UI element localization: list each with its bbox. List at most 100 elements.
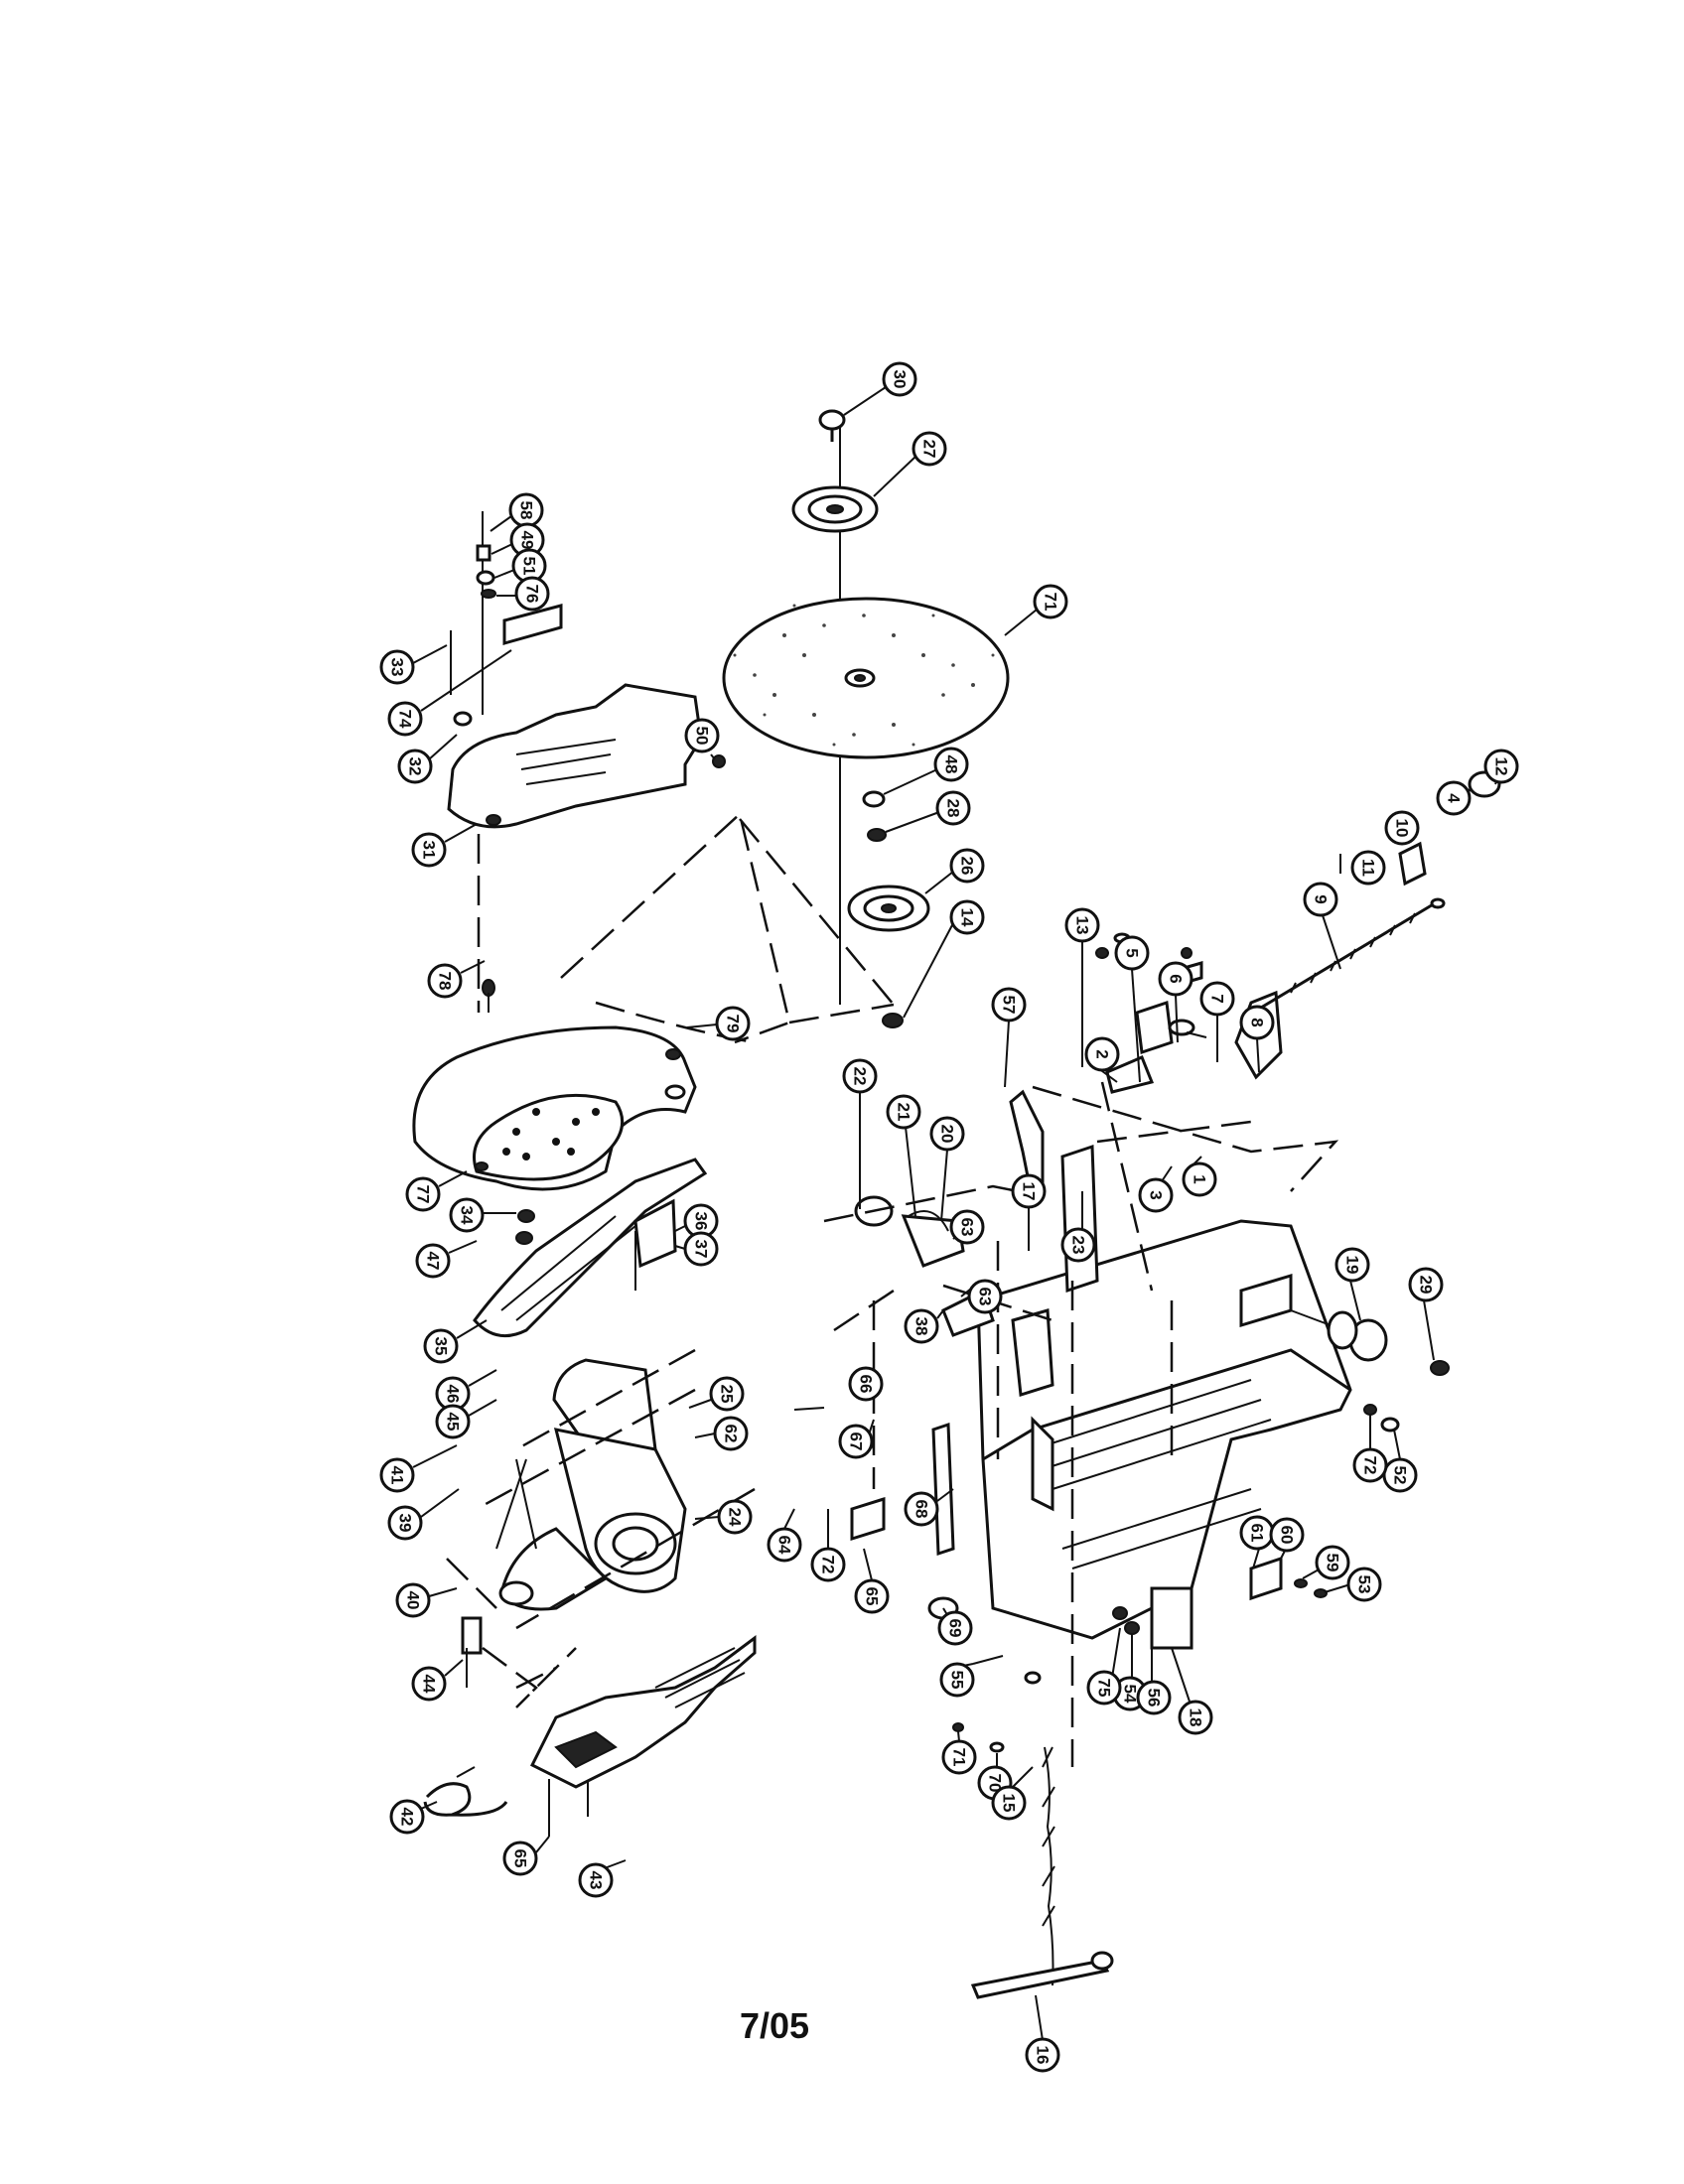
- svg-text:57: 57: [1000, 996, 1019, 1015]
- lower-guard: [412, 979, 697, 1191]
- callout-15: 15: [991, 1766, 1034, 1821]
- svg-text:63: 63: [958, 1218, 977, 1237]
- callout-20: 20: [929, 1116, 965, 1222]
- svg-text:77: 77: [414, 1185, 433, 1204]
- blade-assembly: [722, 409, 1010, 1028]
- svg-text:5: 5: [1123, 948, 1142, 957]
- svg-text:33: 33: [388, 658, 407, 677]
- spindle-nut: [882, 1013, 904, 1028]
- svg-text:28: 28: [944, 799, 963, 818]
- svg-text:41: 41: [388, 1466, 407, 1485]
- svg-text:71: 71: [950, 1748, 969, 1767]
- outer-flange: [791, 485, 879, 533]
- svg-text:65: 65: [511, 1849, 530, 1868]
- svg-text:16: 16: [1034, 2046, 1052, 2065]
- callout-56: 75: [1086, 1627, 1122, 1706]
- callout-29: 38: [904, 1308, 944, 1344]
- callout-51: 51: [493, 548, 547, 584]
- svg-text:19: 19: [1343, 1256, 1362, 1275]
- callout-35-arm: 35: [423, 1319, 488, 1364]
- callout-23: 17: [1011, 1173, 1047, 1251]
- svg-text:78: 78: [436, 972, 455, 991]
- svg-text:61: 61: [1248, 1524, 1267, 1543]
- svg-text:7: 7: [1208, 994, 1227, 1003]
- svg-text:39: 39: [396, 1514, 415, 1533]
- callout-14: 13: [1064, 907, 1100, 1067]
- svg-text:53: 53: [1355, 1575, 1374, 1594]
- callout-10: 11: [1350, 850, 1386, 886]
- callout-50: 50: [684, 718, 720, 760]
- svg-text:72: 72: [1361, 1456, 1380, 1475]
- svg-text:38: 38: [912, 1317, 931, 1336]
- callout-12: 4: [1436, 780, 1472, 816]
- svg-text:71: 71: [1042, 593, 1060, 612]
- inner-washer: [862, 790, 887, 842]
- svg-text:52: 52: [1391, 1466, 1410, 1485]
- svg-text:74: 74: [396, 710, 415, 729]
- svg-text:3: 3: [1147, 1190, 1166, 1199]
- svg-text:14: 14: [958, 908, 977, 927]
- callout-48: 48: [883, 747, 969, 795]
- svg-text:79: 79: [724, 1015, 743, 1033]
- svg-text:56: 56: [1145, 1689, 1164, 1707]
- callout-71: 71: [941, 1730, 977, 1775]
- svg-text:21: 21: [895, 1103, 913, 1122]
- callout-79: 79: [686, 1006, 751, 1041]
- callout-60: 59: [1302, 1545, 1350, 1580]
- callout-78: 78: [427, 960, 486, 999]
- callout-63: 66: [848, 1366, 884, 1402]
- callout-2: 3: [1138, 1165, 1174, 1213]
- abrasive-wheel: [722, 597, 1010, 759]
- svg-text:2: 2: [1093, 1049, 1112, 1058]
- callout-52: 72: [1352, 1414, 1388, 1483]
- svg-text:68: 68: [912, 1500, 931, 1519]
- svg-text:35: 35: [432, 1337, 451, 1356]
- callout-67: 69: [937, 1607, 973, 1646]
- callout-16: 16: [1025, 2037, 1060, 2073]
- svg-text:58: 58: [517, 501, 536, 520]
- svg-text:67: 67: [847, 1433, 866, 1451]
- arbor-bolt: [818, 409, 846, 442]
- callout-69: 55: [939, 1662, 975, 1698]
- rubber-foot: [1290, 1309, 1388, 1362]
- callout-1: 23: [1060, 1191, 1096, 1263]
- callout-77: 77: [405, 1170, 468, 1212]
- callout-36: 36: [674, 1203, 719, 1239]
- svg-text:29: 29: [1417, 1276, 1436, 1295]
- callout-39: 39: [387, 1488, 460, 1541]
- svg-text:25: 25: [718, 1385, 737, 1404]
- svg-text:64: 64: [775, 1536, 794, 1555]
- upper-guard: [447, 511, 726, 1013]
- callout-42: 42: [389, 1799, 438, 1835]
- svg-text:44: 44: [420, 1675, 439, 1694]
- svg-text:37: 37: [692, 1240, 711, 1259]
- svg-text:6: 6: [1167, 974, 1186, 983]
- svg-text:22: 22: [851, 1067, 870, 1086]
- svg-text:9: 9: [1312, 894, 1331, 903]
- svg-text:43: 43: [587, 1871, 606, 1890]
- svg-text:42: 42: [398, 1808, 417, 1827]
- callout-66: 68: [904, 1488, 954, 1527]
- callout-9: 10: [1384, 810, 1420, 846]
- svg-text:54: 54: [1121, 1685, 1140, 1704]
- callout-75: 18: [1171, 1647, 1213, 1735]
- callout-32: 32: [397, 734, 458, 784]
- svg-text:26: 26: [958, 857, 977, 876]
- svg-text:49: 49: [518, 531, 537, 550]
- callout-62: 62: [694, 1416, 749, 1451]
- chuck-key: [970, 1951, 1114, 1999]
- callout-40: 40: [395, 1582, 458, 1618]
- callout-41: 41: [379, 1444, 458, 1493]
- svg-text:50: 50: [693, 727, 712, 746]
- callout-26: 14: [903, 899, 985, 1019]
- svg-text:18: 18: [1187, 1708, 1205, 1727]
- callout-72: 72: [810, 1509, 846, 1582]
- svg-text:55: 55: [948, 1671, 967, 1690]
- svg-text:45: 45: [444, 1413, 463, 1432]
- svg-text:27: 27: [920, 440, 939, 459]
- svg-text:34: 34: [458, 1206, 477, 1225]
- svg-text:47: 47: [424, 1252, 443, 1271]
- callout-74: 74: [387, 649, 512, 737]
- callout-27-bottom: 26: [924, 848, 985, 894]
